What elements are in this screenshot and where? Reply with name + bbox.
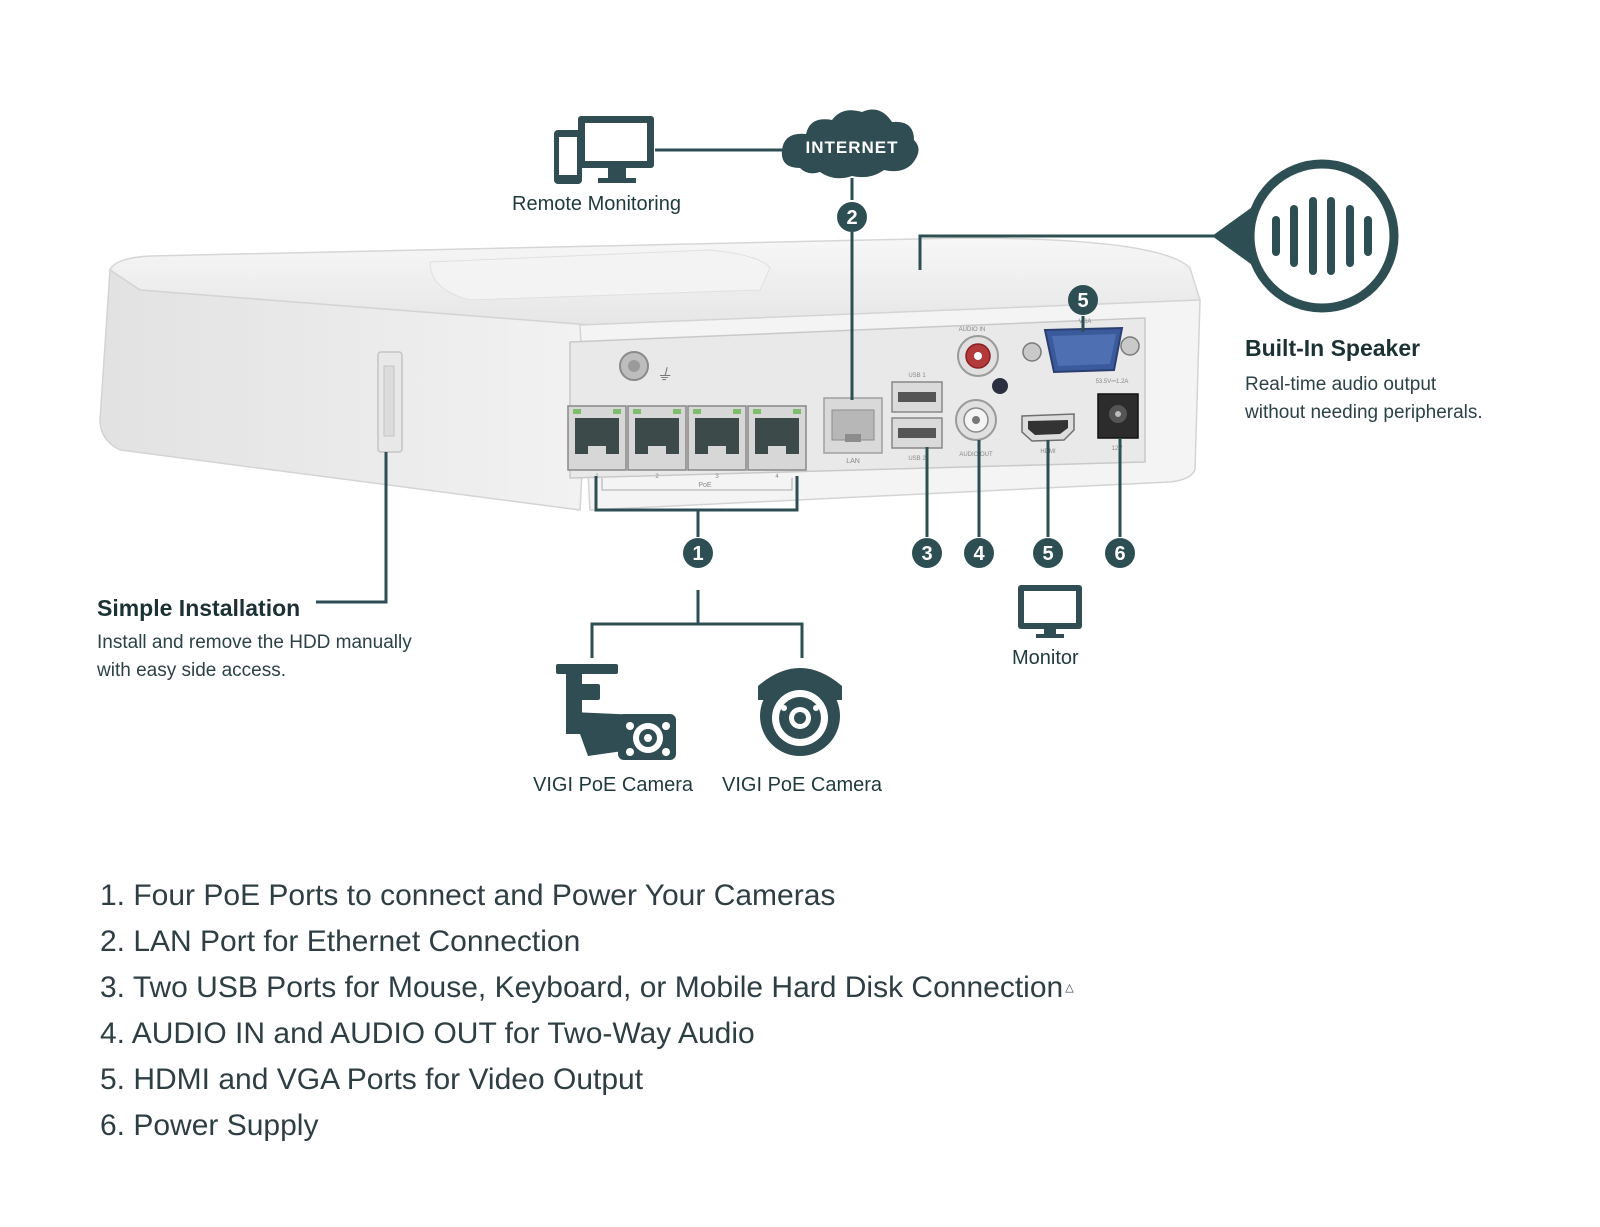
speaker-badge xyxy=(1212,159,1399,313)
marker-circle xyxy=(1105,538,1135,568)
marker-4: 4 xyxy=(964,538,994,568)
grille-bar xyxy=(1346,205,1354,267)
marker-6: 6 xyxy=(1105,538,1135,568)
speaker-grille-icon xyxy=(1272,197,1372,275)
line-speaker-callout xyxy=(918,234,1215,270)
bullet-camera-icon xyxy=(556,664,676,760)
turret-camera-icon xyxy=(758,668,842,756)
usb1-caption: USB 1 xyxy=(908,373,926,379)
feature-list: 1. Four PoE Ports to connect and Power Y… xyxy=(100,873,1074,1149)
power-rating-caption: 53.5V⎓1.2A xyxy=(1096,379,1129,385)
marker-2: 2 xyxy=(837,202,867,232)
lan-caption: LAN xyxy=(846,458,860,465)
audio-in-caption: AUDIO IN xyxy=(959,327,986,333)
line-installation-callout xyxy=(316,452,388,604)
marker-number: 1 xyxy=(692,543,703,565)
connector-lines xyxy=(316,148,1215,658)
marker-3: 3 xyxy=(912,538,942,568)
installation-desc-line1: Install and remove the HDD manually xyxy=(97,632,412,653)
installation-title: Simple Installation xyxy=(97,595,301,621)
marker-circle xyxy=(1033,538,1063,568)
marker-5: 5 xyxy=(1033,538,1063,568)
number-markers: 1 2 3 4 5 6 5 xyxy=(683,202,1135,568)
poe-port xyxy=(687,405,747,471)
footnote-mark: △ xyxy=(1065,982,1074,994)
hdmi-port xyxy=(1021,413,1075,442)
marker-number: 6 xyxy=(1114,543,1125,565)
poe-port xyxy=(747,405,807,471)
poe-caption: PoE xyxy=(698,482,712,489)
monitor-icon xyxy=(1018,585,1082,638)
marker-number: 5 xyxy=(1077,290,1088,312)
monitor-label: Monitor xyxy=(1012,647,1079,669)
marker-circle xyxy=(964,538,994,568)
usb2-caption: USB 2 xyxy=(908,456,926,462)
audio-in-jack xyxy=(957,335,999,377)
marker-circle xyxy=(912,538,942,568)
audio-out-caption: AUDIO OUT xyxy=(959,452,993,458)
marker-number: 3 xyxy=(921,543,932,565)
speaker-title: Built-In Speaker xyxy=(1245,335,1421,361)
marker-number: 5 xyxy=(1042,543,1053,565)
marker-circle xyxy=(837,202,867,232)
cloud-label: INTERNET xyxy=(806,138,899,157)
remote-devices-icon xyxy=(554,116,654,184)
vga-caption: VGA xyxy=(1079,319,1092,325)
feature-item: 6. Power Supply xyxy=(100,1109,319,1142)
speaker-desc-line1: Real-time audio output xyxy=(1245,374,1437,395)
poe-port-number: 4 xyxy=(775,474,779,480)
internet-cloud: INTERNET xyxy=(781,109,919,179)
grille-bar xyxy=(1364,216,1372,256)
feature-item: 5. HDMI and VGA Ports for Video Output xyxy=(100,1063,644,1096)
cloud-shape xyxy=(781,109,919,179)
device-top-plate xyxy=(429,249,771,301)
poe-port xyxy=(567,405,627,471)
feature-item: 4. AUDIO IN and AUDIO OUT for Two-Way Au… xyxy=(100,1017,755,1050)
installation-desc-line2: with easy side access. xyxy=(97,660,287,681)
camera-label-1: VIGI PoE Camera xyxy=(533,774,694,796)
feature-item: 2. LAN Port for Ethernet Connection xyxy=(100,925,581,958)
grille-bar xyxy=(1290,205,1298,267)
feature-item: 3. Two USB Ports for Mouse, Keyboard, or… xyxy=(100,971,1074,1004)
remote-monitoring-label: Remote Monitoring xyxy=(512,193,681,215)
audio-led xyxy=(992,378,1008,394)
camera-label-2: VIGI PoE Camera xyxy=(722,774,883,796)
line-camera-split xyxy=(590,622,804,658)
poe-port-number: 3 xyxy=(715,474,719,480)
poe-port xyxy=(627,405,687,471)
power-jack xyxy=(1097,393,1139,439)
grille-bar xyxy=(1327,197,1335,275)
svg-text:⏚: ⏚ xyxy=(656,365,672,384)
grille-bar xyxy=(1272,216,1280,256)
marker-circle xyxy=(683,538,713,568)
marker-number: 4 xyxy=(973,543,985,565)
grille-bar xyxy=(1309,197,1317,275)
marker-number: 2 xyxy=(846,207,857,229)
audio-out-jack xyxy=(955,399,997,441)
power-caption: 12V xyxy=(1112,446,1123,452)
vga-port xyxy=(1022,326,1140,374)
marker-1: 1 xyxy=(683,538,713,568)
feature-item: 1. Four PoE Ports to connect and Power Y… xyxy=(100,879,836,912)
poe-port-group xyxy=(567,405,807,471)
poe-port-number: 2 xyxy=(655,474,659,480)
marker-circle xyxy=(1068,285,1098,315)
usb-ports xyxy=(891,381,943,449)
marker-5: 5 xyxy=(1068,285,1098,315)
lan-port xyxy=(823,397,883,454)
speaker-desc-line2: without needing peripherals. xyxy=(1245,402,1483,423)
